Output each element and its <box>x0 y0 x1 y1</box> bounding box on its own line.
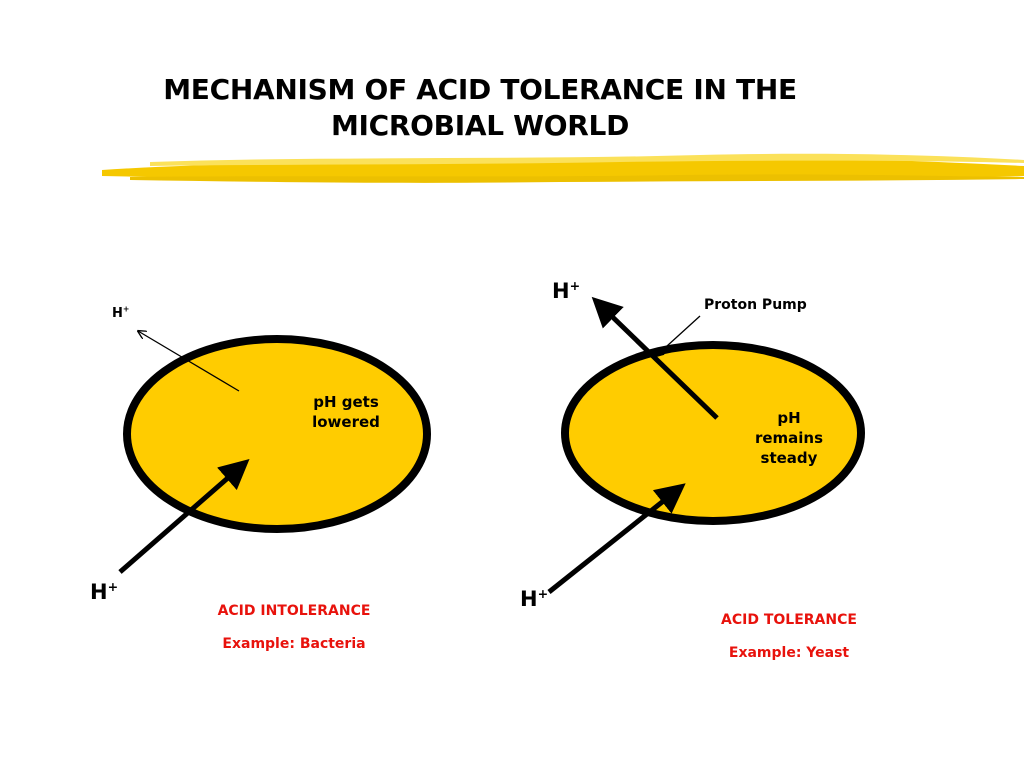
right-efflux-arrow <box>591 296 719 420</box>
right-ion-out-label: H+ <box>552 278 581 303</box>
left-cell <box>123 335 431 533</box>
right-ion-in-label: H+ <box>520 586 549 611</box>
right-cell <box>561 341 865 525</box>
left-efflux-arrow <box>138 331 240 392</box>
right-influx-arrow <box>547 483 686 594</box>
title-underline <box>102 153 1024 183</box>
left-caption-example: Example: Bacteria <box>222 636 366 652</box>
proton-pump-pointer <box>656 315 701 356</box>
title-line-1: MECHANISM OF ACID TOLERANCE IN THE <box>163 73 797 106</box>
left-ion-out-label: H+ <box>112 304 130 321</box>
right-caption-title: ACID TOLERANCE <box>721 612 857 628</box>
title-line-2: MICROBIAL WORLD <box>330 109 630 142</box>
proton-pump-label: Proton Pump <box>704 297 807 313</box>
left-ion-in-label: H+ <box>90 579 119 604</box>
right-caption-example: Example: Yeast <box>728 645 850 661</box>
left-caption-title: ACID INTOLERANCE <box>217 603 371 619</box>
slide-title: MECHANISM OF ACID TOLERANCE IN THE MICRO… <box>60 72 900 144</box>
right-ph-note: pH remains steady <box>754 409 824 467</box>
left-ph-note: pH gets lowered <box>312 393 380 431</box>
left-influx-arrow <box>118 459 250 574</box>
